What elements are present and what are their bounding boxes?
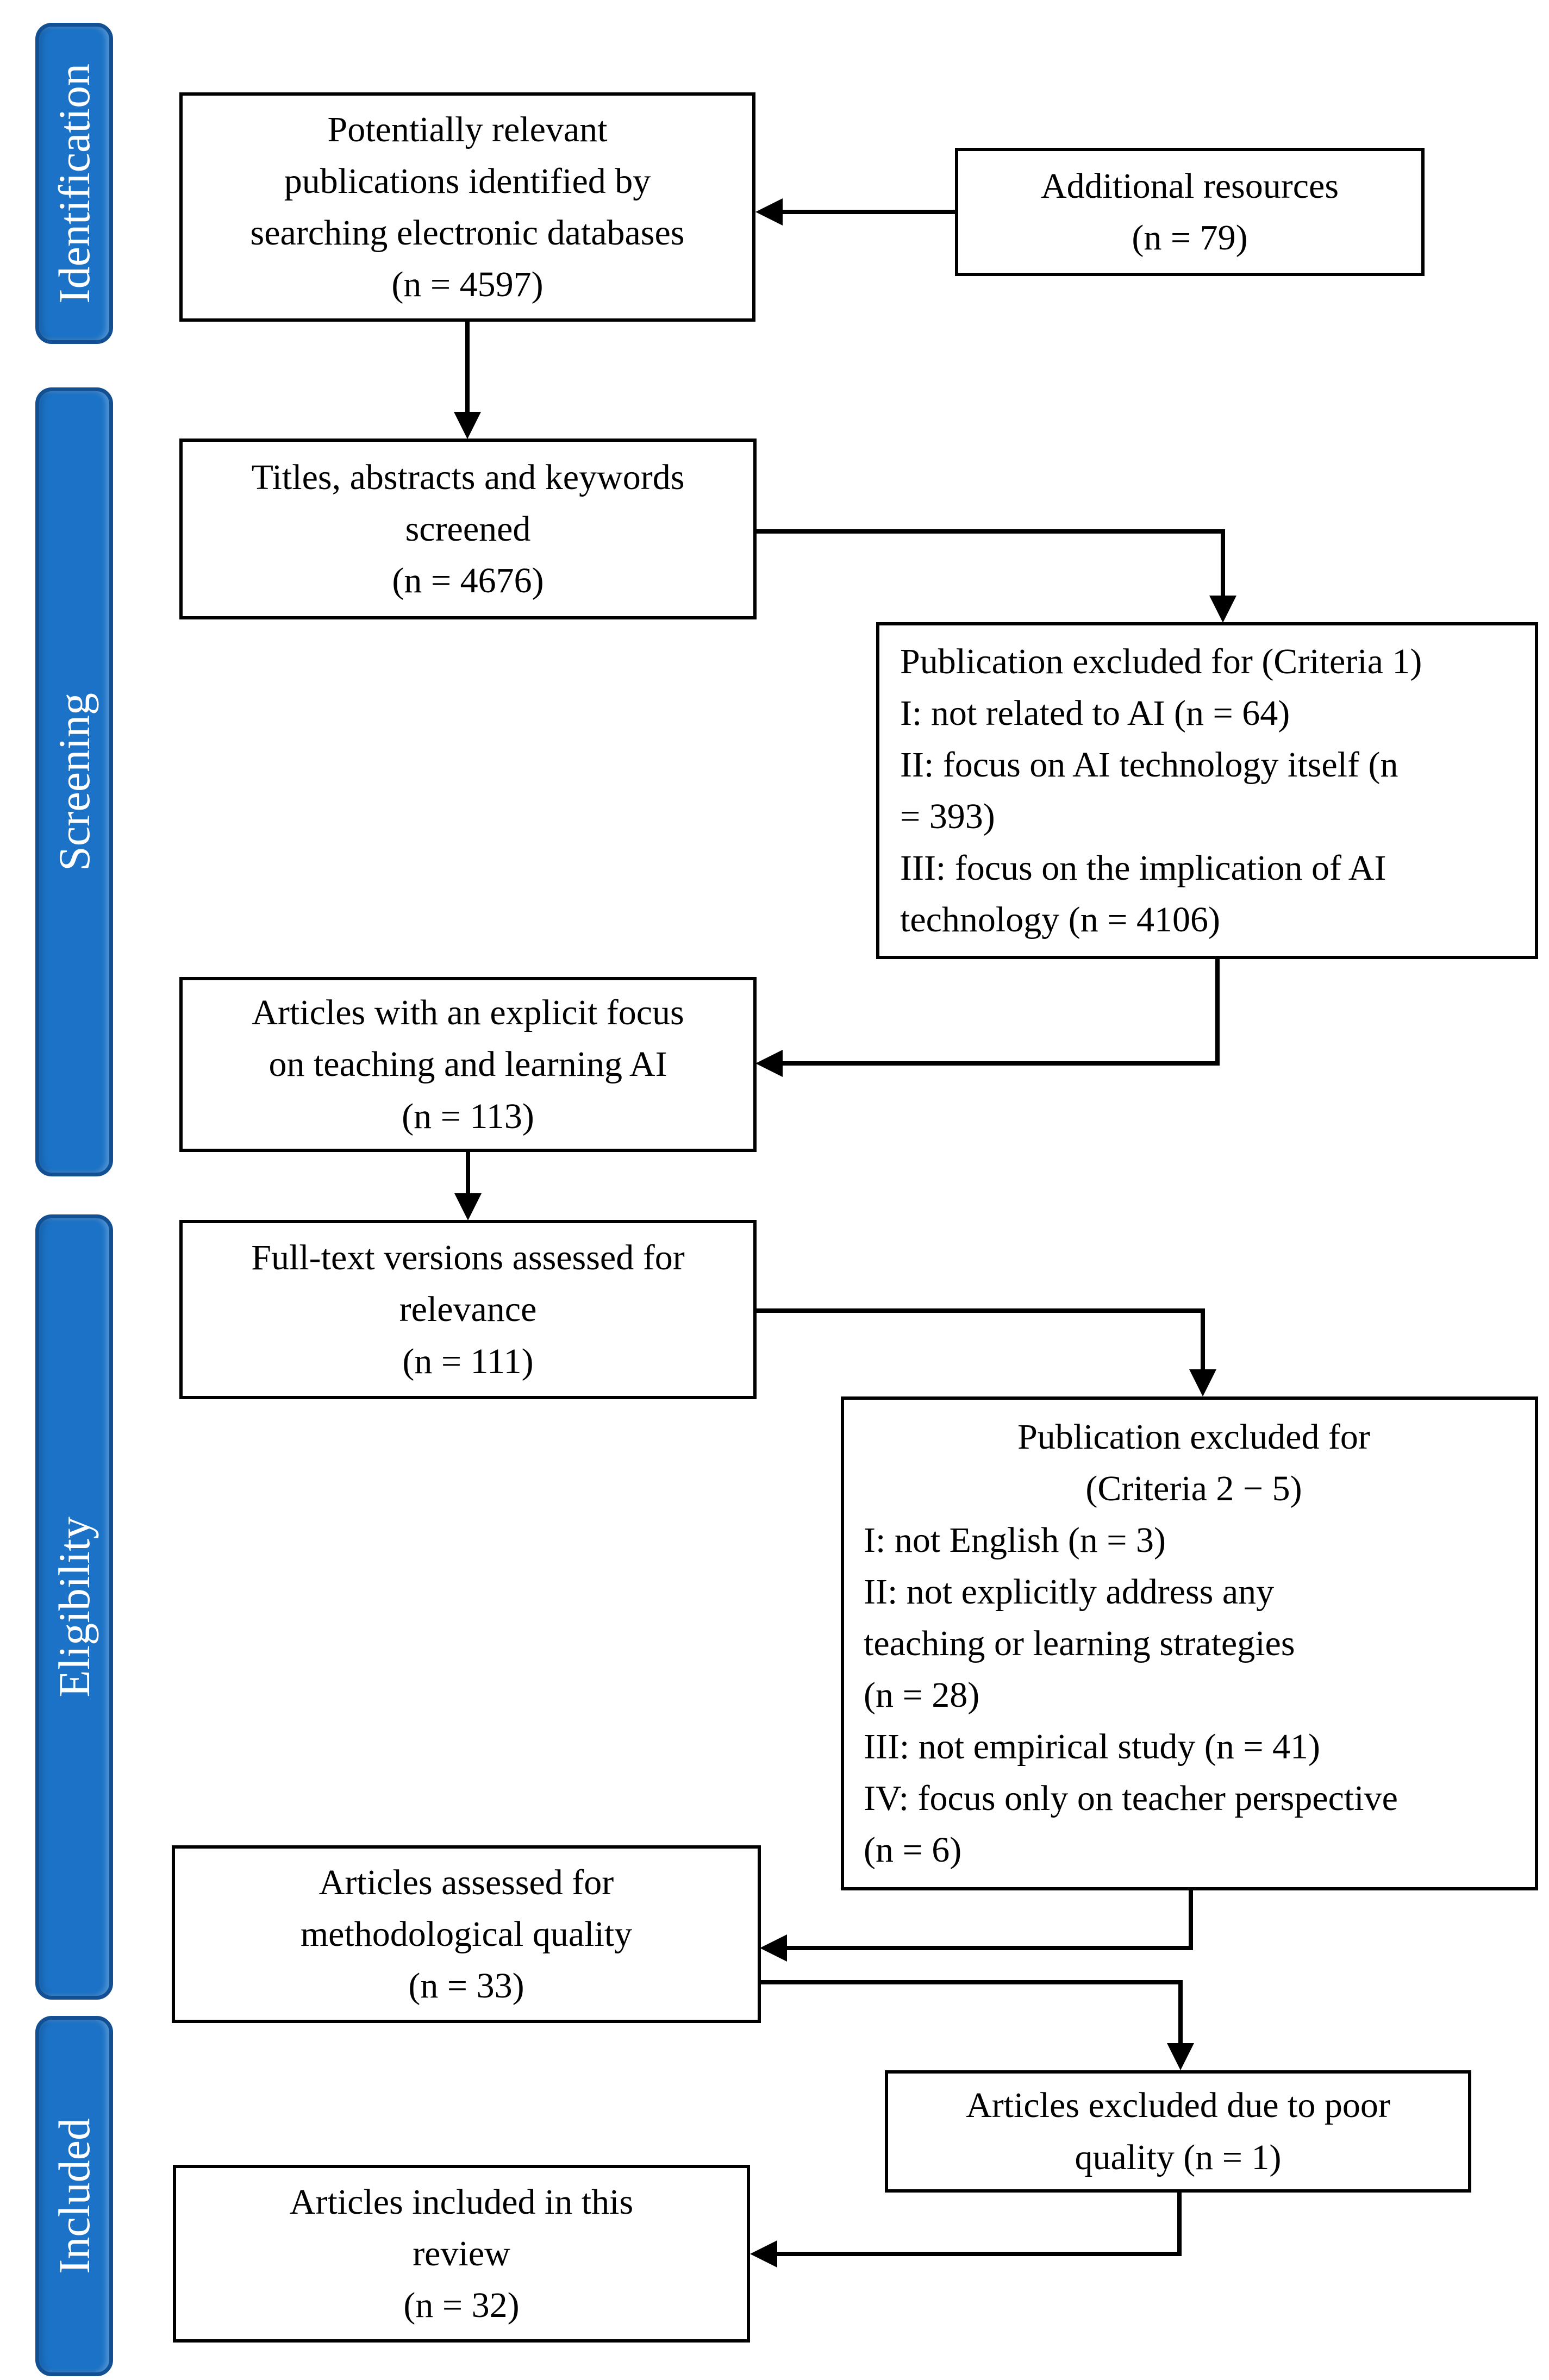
arrow-poor-to-included xyxy=(750,2240,777,2268)
connector-assessed-to-poor-hline xyxy=(761,1980,1183,1984)
stage-label-included-text: Included xyxy=(49,2118,99,2274)
connector-explicit-to-fulltext-line xyxy=(466,1152,470,1195)
connector-screened-to-crit1-vline xyxy=(1221,529,1225,598)
arrow-identified-to-screened xyxy=(454,412,481,439)
connector-assessed-to-poor-vline xyxy=(1178,1980,1183,2045)
arrow-additional-to-identified xyxy=(755,198,783,226)
box-identified-records: Potentially relevant publications identi… xyxy=(179,92,755,322)
box-assessed-quality: Articles assessed for methodological qua… xyxy=(172,1845,761,2023)
box-additional-resources: Additional resources (n = 79) xyxy=(955,148,1425,276)
box-included-in-review: Articles included in this review (n = 32… xyxy=(173,2165,750,2343)
stage-label-eligibility-text: Eligibility xyxy=(49,1517,99,1698)
connector-poor-to-included-vline xyxy=(1177,2193,1182,2256)
connector-fulltext-to-crit2-hline xyxy=(757,1308,1205,1313)
connector-additional-to-identified-line xyxy=(783,210,955,214)
box-excluded-criteria-2-5: Publication excluded for (Criteria 2 − 5… xyxy=(841,1396,1538,1890)
arrow-fulltext-to-crit2 xyxy=(1189,1369,1216,1396)
stage-label-eligibility: Eligibility xyxy=(35,1214,113,2000)
box-titles-abstracts-screened: Titles, abstracts and keywords screened … xyxy=(179,439,757,619)
connector-crit2-to-assessed-hline xyxy=(787,1946,1193,1950)
connector-crit1-to-explicit-hline xyxy=(783,1061,1220,1066)
arrow-screened-to-crit1 xyxy=(1209,596,1236,623)
box-excluded-criteria-2-5-items: I: not English (n = 3) II: not explicitl… xyxy=(864,1520,1398,1870)
connector-fulltext-to-crit2-vline xyxy=(1201,1308,1205,1371)
box-fulltext-assessed: Full-text versions assessed for relevanc… xyxy=(179,1220,757,1399)
connector-identified-to-screened-line xyxy=(465,322,470,413)
arrow-crit1-to-explicit xyxy=(755,1050,783,1077)
box-excluded-criteria-1: Publication excluded for (Criteria 1) I:… xyxy=(876,622,1538,959)
box-explicit-focus-articles: Articles with an explicit focus on teach… xyxy=(179,977,757,1152)
connector-screened-to-crit1-hline xyxy=(757,529,1225,534)
arrow-assessed-to-poor xyxy=(1167,2043,1194,2070)
box-excluded-poor-quality: Articles excluded due to poor quality (n… xyxy=(885,2070,1471,2193)
stage-label-screening-text: Screening xyxy=(49,693,99,871)
connector-crit2-to-assessed-vline xyxy=(1189,1890,1193,1950)
arrow-crit2-to-assessed xyxy=(760,1934,787,1962)
arrow-explicit-to-fulltext xyxy=(454,1193,482,1220)
connector-poor-to-included-hline xyxy=(777,2252,1182,2256)
connector-crit1-to-explicit-vline xyxy=(1215,959,1220,1066)
stage-label-screening: Screening xyxy=(35,387,113,1176)
stage-label-identification: Identification xyxy=(35,23,113,344)
box-excluded-criteria-2-5-header: Publication excluded for (Criteria 2 − 5… xyxy=(1017,1417,1370,1508)
stage-label-included: Included xyxy=(35,2016,113,2376)
stage-label-identification-text: Identification xyxy=(49,63,99,304)
